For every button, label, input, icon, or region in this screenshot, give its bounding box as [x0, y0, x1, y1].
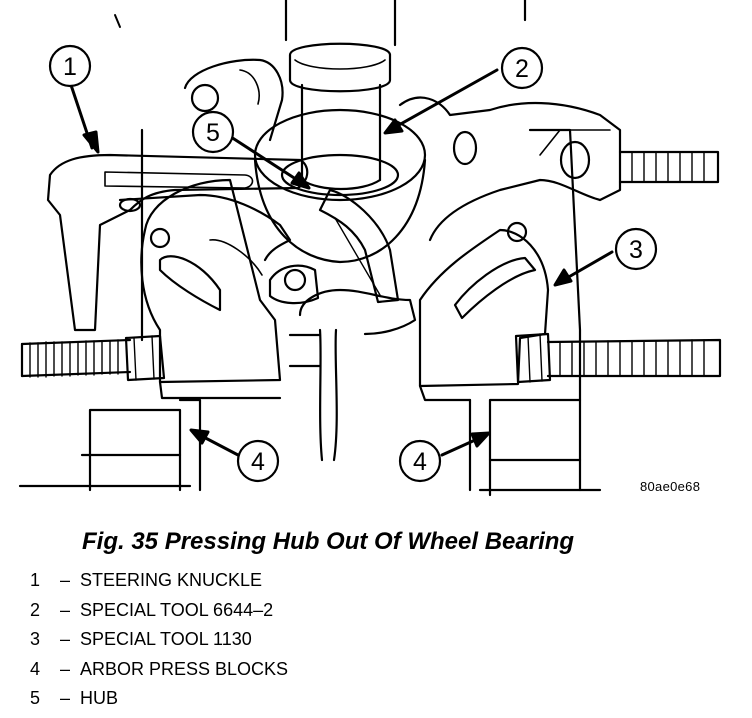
callout-5: 5	[191, 110, 235, 154]
special-tool-6644-2	[284, 0, 527, 191]
figure-reference-code: 80ae0e68	[640, 479, 701, 494]
legend-number: 3	[30, 629, 41, 649]
legend-number: 2	[30, 599, 41, 620]
svg-text:4: 4	[413, 448, 427, 476]
legend-separator: –	[59, 629, 70, 649]
svg-text:4: 4	[251, 448, 265, 476]
legend-text: SPECIAL TOOL 6644–2	[80, 599, 274, 620]
legend-item: 1 – STEERING KNUCKLE	[30, 570, 288, 600]
legend-item: 5 – HUB	[30, 688, 288, 718]
hub	[253, 108, 427, 462]
steering-knuckle	[183, 58, 622, 242]
callout-1: 1	[48, 44, 92, 88]
callout-2: 2	[500, 46, 544, 90]
diagram-illustration: 1 2 3 4 4 5	[18, 0, 722, 497]
legend-number: 1	[30, 570, 41, 590]
special-tool-1130	[140, 178, 550, 402]
legend-separator: –	[59, 570, 70, 590]
arbor-press-blocks	[18, 128, 602, 497]
threaded-rod-right	[546, 150, 722, 378]
legend-separator: –	[59, 688, 70, 708]
svg-text:1: 1	[63, 53, 77, 81]
legend-separator: –	[59, 599, 70, 620]
legend-text: ARBOR PRESS BLOCKS	[80, 658, 289, 679]
leader-arrows	[68, 68, 614, 457]
callout-4-left: 4	[236, 439, 280, 483]
steering-knuckle-arm	[46, 153, 400, 332]
nut-right	[514, 332, 552, 384]
callout-3: 3	[614, 227, 658, 271]
legend-item: 2 – SPECIAL TOOL 6644–2	[30, 600, 288, 630]
svg-text:5: 5	[206, 119, 220, 147]
legend-text: STEERING KNUCKLE	[80, 570, 263, 590]
legend-text: SPECIAL TOOL 1130	[80, 629, 252, 649]
threaded-rod-left	[20, 333, 322, 378]
legend-item: 3 – SPECIAL TOOL 1130	[30, 629, 288, 659]
nut-left	[124, 334, 166, 382]
legend-number: 5	[30, 688, 41, 708]
legend-number: 4	[30, 658, 41, 679]
legend-separator: –	[59, 658, 70, 679]
legend-text: HUB	[80, 688, 119, 708]
legend-item: 4 – ARBOR PRESS BLOCKS	[30, 659, 288, 689]
svg-text:2: 2	[515, 55, 529, 83]
legend-list: 1 – STEERING KNUCKLE 2 – SPECIAL TOOL 66…	[30, 570, 288, 718]
svg-text:3: 3	[629, 236, 643, 264]
figure-caption: Fig. 35 Pressing Hub Out Of Wheel Bearin…	[82, 528, 575, 555]
stray-mark	[114, 14, 121, 28]
callout-4-right: 4	[398, 439, 442, 483]
